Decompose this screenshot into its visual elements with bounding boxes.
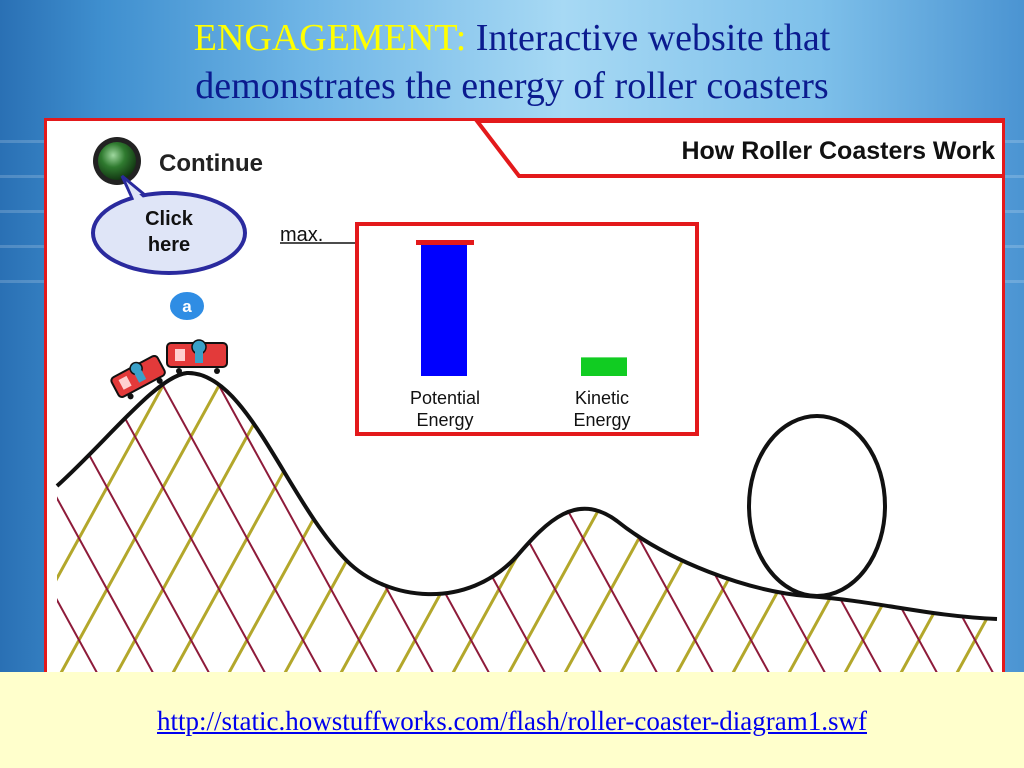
lattice-beam-gold [1001, 372, 1002, 688]
green-orb-icon [98, 142, 136, 180]
lattice-beam-gold [833, 372, 1002, 688]
coaster-diagram: How Roller Coasters Work Continue Click … [47, 121, 1002, 688]
continue-label: Continue [159, 150, 263, 177]
lattice-beam-maroon [57, 372, 164, 688]
lattice-beam-maroon [771, 372, 1002, 688]
lattice-beam-gold [57, 372, 60, 688]
callout-line1: Click [145, 208, 194, 230]
lattice-beam-gold [945, 372, 1002, 688]
lattice-beam-maroon [995, 372, 1002, 688]
interactive-frame: How Roller Coasters Work Continue Click … [44, 118, 1005, 688]
coaster-car-front [166, 339, 228, 374]
title-line2: demonstrates the energy of roller coaste… [195, 65, 829, 107]
lattice-beam-gold [57, 372, 116, 688]
coaster-loop [747, 414, 887, 598]
marker-label: a [182, 297, 192, 316]
kinetic-energy-bar [581, 357, 627, 376]
lattice-beam-maroon [47, 271, 51, 688]
lattice-beam-maroon [939, 372, 1002, 688]
header-title: How Roller Coasters Work [681, 137, 995, 165]
lattice-beam-maroon [57, 372, 220, 688]
lattice-beam-maroon [155, 372, 388, 688]
kinetic-line1: Kinetic [575, 388, 629, 408]
potential-line2: Energy [416, 410, 473, 430]
footer-bar: http://static.howstuffworks.com/flash/ro… [0, 672, 1024, 768]
callout-line2: here [148, 234, 190, 256]
max-level-marker [416, 240, 474, 245]
coaster-car-rear [110, 354, 166, 400]
header-tab: How Roller Coasters Work [474, 121, 1002, 178]
potential-line1: Potential [410, 388, 480, 408]
slide-title: ENGAGEMENT: Interactive website that dem… [0, 14, 1024, 110]
potential-energy-bar [421, 243, 467, 376]
lattice-beam-gold [105, 372, 340, 688]
lattice-beam-maroon [99, 372, 332, 688]
point-a-marker[interactable]: a [168, 290, 206, 322]
lattice-beam-gold [777, 372, 1002, 688]
lattice-beam-gold [57, 372, 228, 688]
lattice-beam-maroon [883, 372, 1002, 688]
lattice-beam-gold [721, 372, 956, 688]
lattice-beam-gold [889, 372, 1002, 688]
kinetic-line2: Energy [573, 410, 630, 430]
energy-panel: Potential Energy Kinetic Energy [355, 222, 699, 436]
source-link[interactable]: http://static.howstuffworks.com/flash/ro… [157, 706, 867, 736]
title-accent: ENGAGEMENT: [193, 17, 467, 59]
max-label: max. [280, 224, 323, 246]
continue-button[interactable]: Continue [93, 137, 263, 185]
lattice-beam-maroon [57, 372, 108, 688]
title-line1: Interactive website that [466, 17, 831, 59]
lattice-beam-maroon [57, 372, 276, 688]
lattice-beam-gold [161, 372, 396, 688]
lattice-beam-gold [665, 372, 900, 688]
click-here-callout: Click here [91, 174, 247, 275]
lattice-beam-gold [57, 372, 284, 688]
